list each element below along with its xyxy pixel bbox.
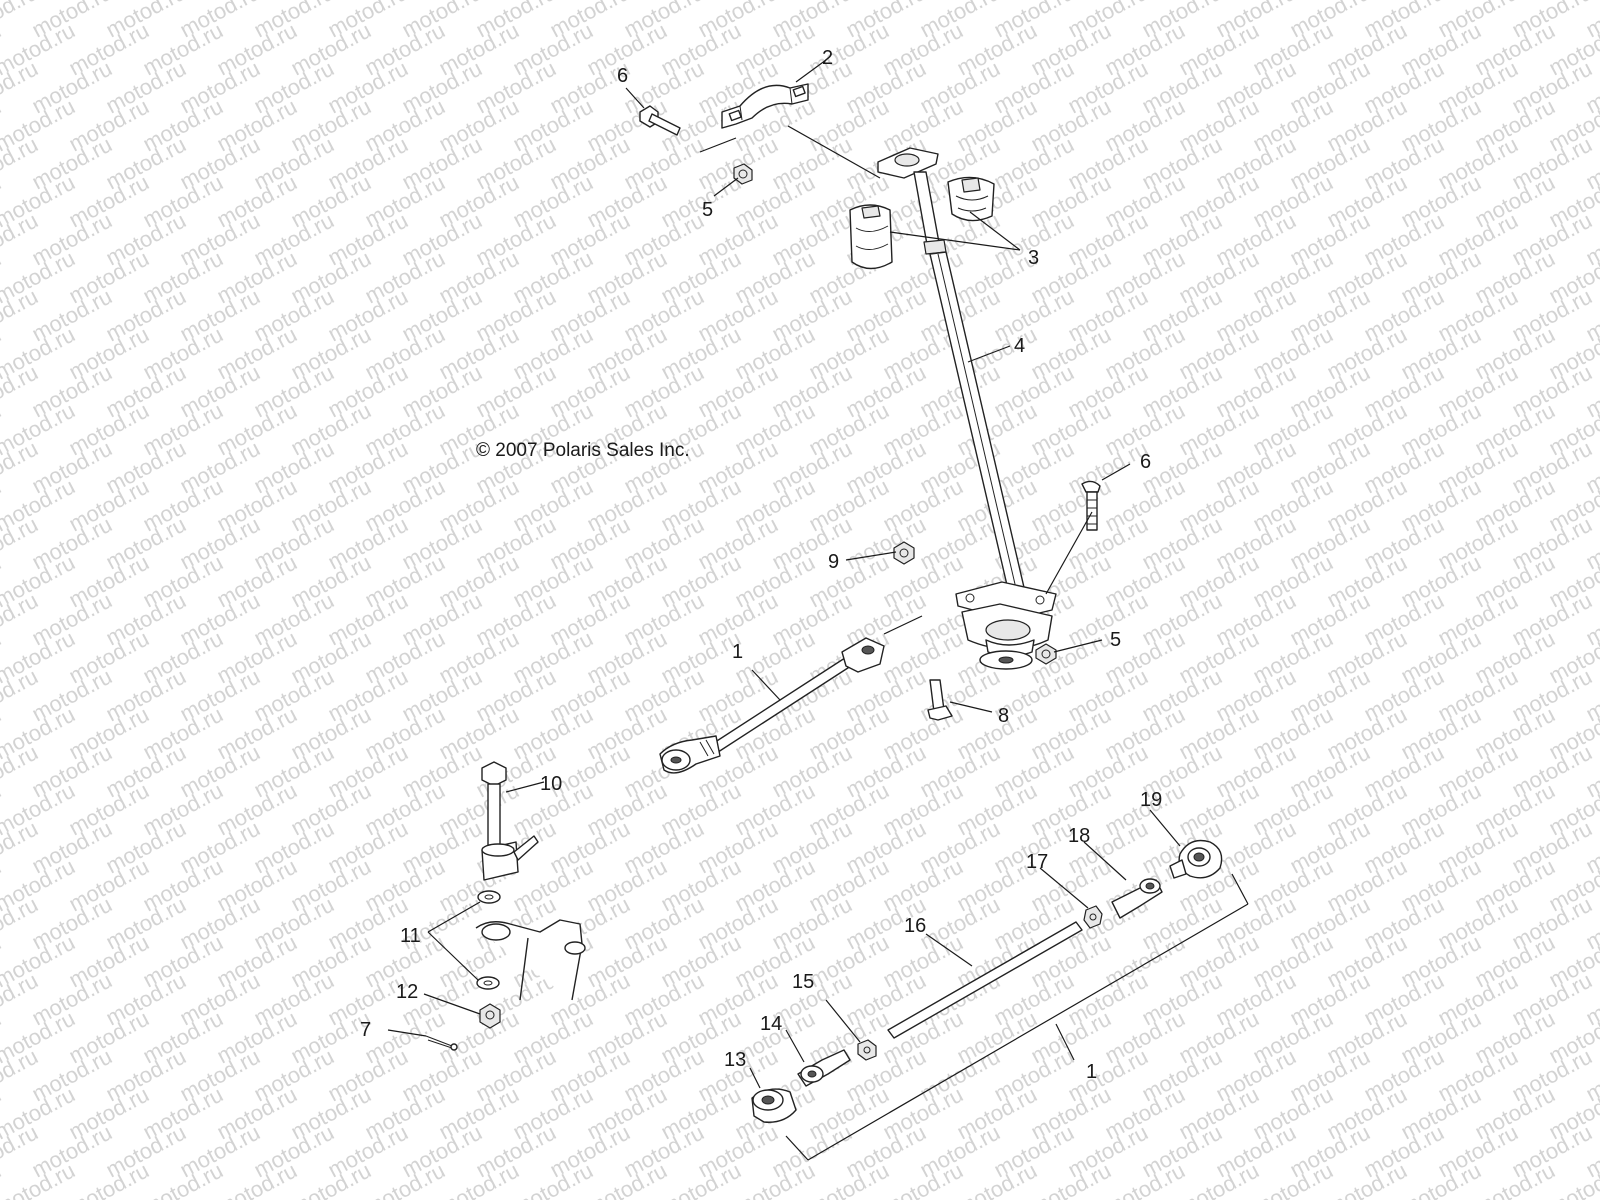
part-3-bushing-right bbox=[947, 176, 995, 222]
callout-9: 9 bbox=[828, 551, 839, 573]
callout-labels: 2 6 5 3 4 6 9 1 5 8 10 11 12 7 19 18 17 … bbox=[360, 47, 1162, 1083]
callout-2: 2 bbox=[822, 47, 833, 69]
spindle-arm bbox=[475, 919, 586, 1001]
leader-lines bbox=[387, 59, 1249, 1161]
part-12-nut bbox=[479, 1003, 501, 1029]
part-9-nut bbox=[893, 541, 915, 565]
part-11-washer-bottom bbox=[476, 976, 500, 990]
callout-4: 4 bbox=[1014, 335, 1025, 357]
callout-14: 14 bbox=[760, 1013, 782, 1035]
part-16-tie-rod-shaft bbox=[887, 921, 1083, 1039]
callout-7: 7 bbox=[360, 1019, 371, 1041]
watermark-text: motod.ru bbox=[0, 1158, 5, 1200]
part-19-ball-joint bbox=[1169, 839, 1223, 879]
part-17-jam-nut bbox=[1083, 905, 1103, 929]
part-1-tie-rod-upper bbox=[659, 637, 885, 774]
part-5-nut-top bbox=[733, 163, 753, 185]
part-3-bushing-left bbox=[849, 204, 893, 270]
part-7-cotter-pin bbox=[425, 1035, 458, 1051]
part-2-clamp bbox=[721, 83, 809, 129]
part-10-bolt bbox=[481, 761, 507, 849]
steering-arm-end bbox=[481, 835, 539, 881]
callout-5-top: 5 bbox=[702, 199, 713, 221]
callout-3: 3 bbox=[1028, 247, 1039, 269]
part-8-bolt bbox=[927, 679, 953, 721]
callout-5-bottom: 5 bbox=[1110, 629, 1121, 651]
callout-8: 8 bbox=[998, 705, 1009, 727]
callout-1-upper: 1 bbox=[732, 641, 743, 663]
part-6-bolt-bottom bbox=[1081, 480, 1101, 531]
callout-13: 13 bbox=[724, 1049, 746, 1071]
callout-12: 12 bbox=[396, 981, 418, 1003]
part-5-nut-bottom bbox=[1035, 643, 1057, 665]
part-18-rod-end bbox=[1111, 878, 1163, 919]
part-6-bolt-top bbox=[639, 105, 681, 136]
callout-16: 16 bbox=[904, 915, 926, 937]
part-4-steering-post bbox=[877, 147, 1057, 670]
callout-6-bottom: 6 bbox=[1140, 451, 1151, 473]
part-13-ball-joint bbox=[751, 1088, 797, 1123]
copyright-text: © 2007 Polaris Sales Inc. bbox=[476, 440, 690, 461]
callout-17: 17 bbox=[1026, 851, 1048, 873]
callout-18: 18 bbox=[1068, 825, 1090, 847]
callout-15: 15 bbox=[792, 971, 814, 993]
callout-1-lower: 1 bbox=[1086, 1061, 1097, 1083]
callout-6-top: 6 bbox=[617, 65, 628, 87]
part-15-jam-nut bbox=[857, 1039, 877, 1061]
callout-11: 11 bbox=[400, 925, 421, 947]
part-14-rod-end bbox=[797, 1049, 851, 1087]
part-11-washer-top bbox=[477, 890, 501, 904]
callout-10: 10 bbox=[540, 773, 562, 795]
callout-19: 19 bbox=[1140, 789, 1162, 811]
